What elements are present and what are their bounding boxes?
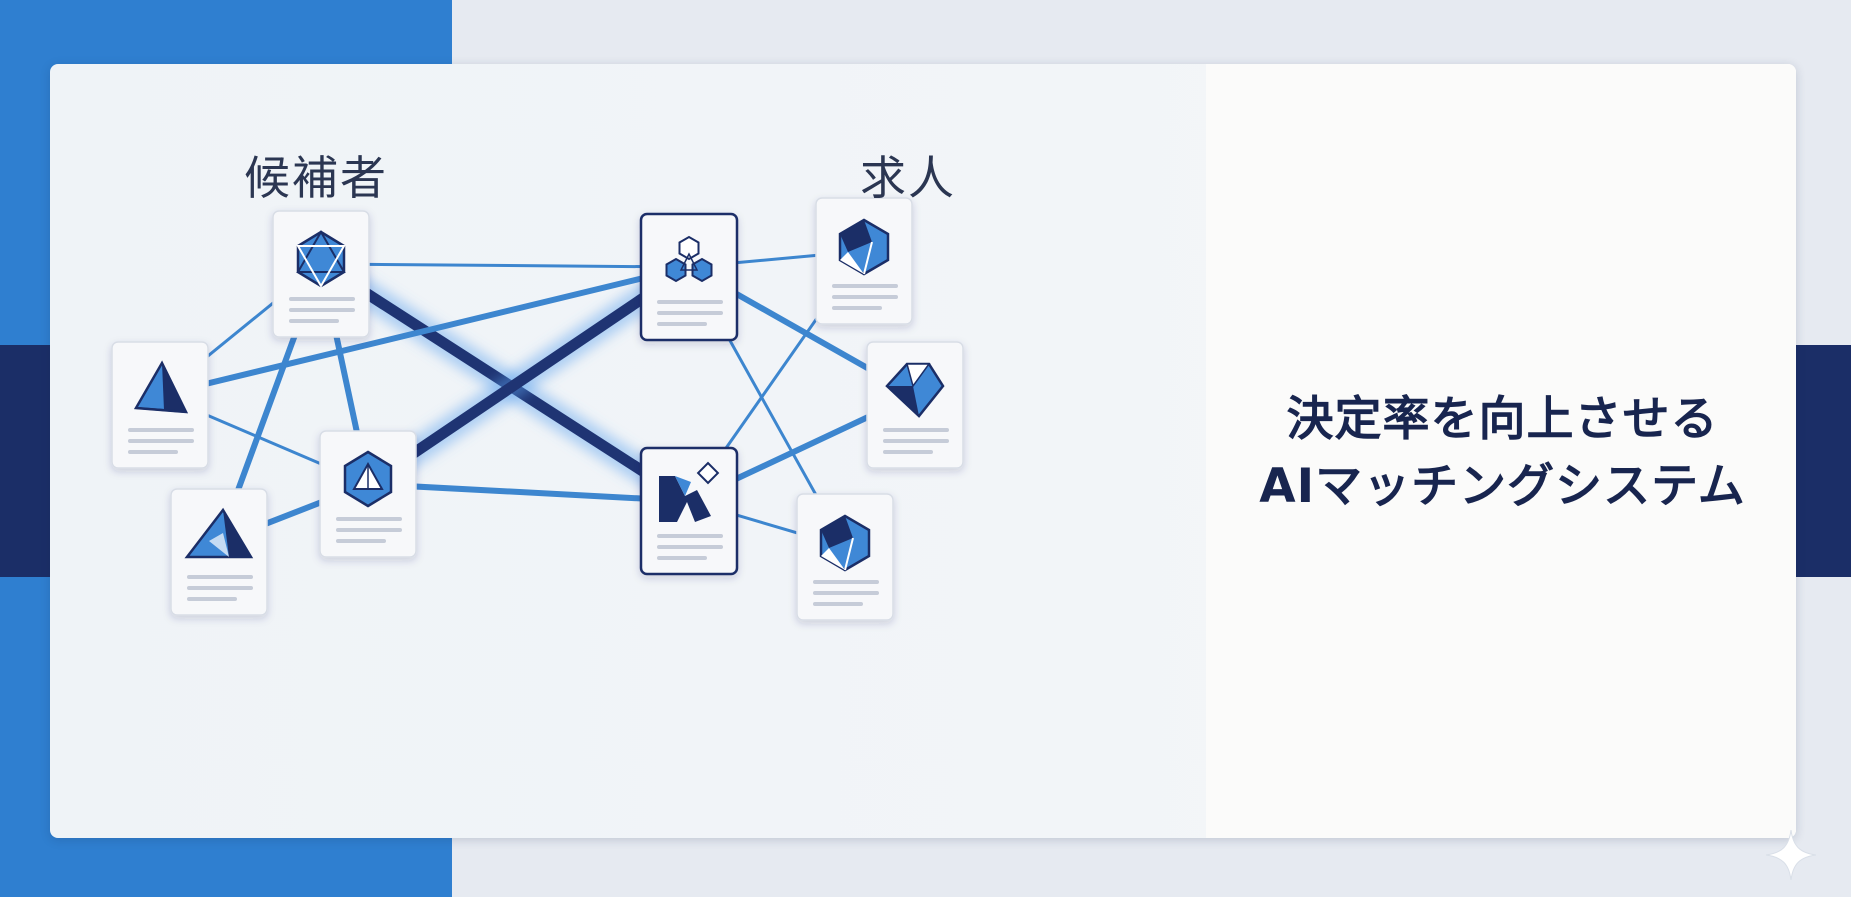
- cube-icon: [819, 514, 871, 572]
- candidates-label: 候補者: [244, 151, 388, 205]
- candidate-card[interactable]: [111, 341, 209, 469]
- text-placeholder-line: [187, 597, 237, 601]
- text-placeholder-line: [128, 439, 194, 443]
- jobs-label: 求人: [860, 151, 956, 205]
- matching-card: 候補者 求人 決定率を向上させる AIマッチングシステム: [50, 64, 1796, 838]
- text-placeholder-line: [289, 297, 355, 301]
- hex-cluster-icon: [665, 235, 713, 283]
- profile-cards: [111, 197, 964, 621]
- headline-pane: [1206, 64, 1796, 838]
- text-placeholder-line: [883, 439, 949, 443]
- hexagon-triangle-icon: [343, 450, 393, 508]
- text-placeholder-line: [336, 528, 402, 532]
- job-card[interactable]: [815, 197, 913, 325]
- text-placeholder-line: [883, 450, 933, 454]
- text-placeholder-line: [832, 295, 898, 299]
- cube-icon: [838, 218, 890, 276]
- diamond-icon: [885, 362, 945, 418]
- text-placeholder-line: [657, 322, 707, 326]
- card-frame: [639, 212, 739, 342]
- text-placeholder-line: [187, 575, 253, 579]
- candidate-card[interactable]: [170, 488, 268, 616]
- text-placeholder-line: [813, 602, 863, 606]
- candidate-card[interactable]: [319, 430, 417, 558]
- connection-line: [157, 264, 692, 398]
- card-frame: [639, 446, 739, 576]
- text-placeholder-line: [832, 306, 882, 310]
- job-card[interactable]: [866, 341, 964, 469]
- text-placeholder-line: [813, 591, 879, 595]
- job-card[interactable]: [639, 446, 739, 576]
- background-grey-strip: [452, 840, 1851, 897]
- text-placeholder-line: [336, 539, 386, 543]
- text-placeholder-line: [657, 534, 723, 538]
- text-placeholder-line: [657, 311, 723, 315]
- text-placeholder-line: [883, 428, 949, 432]
- sparkle-icon: [1765, 829, 1817, 881]
- text-placeholder-line: [657, 545, 723, 549]
- text-placeholder-line: [336, 517, 402, 521]
- matching-network-diagram: [111, 197, 964, 621]
- headline-line-2: AIマッチングシステム: [1259, 459, 1746, 514]
- text-placeholder-line: [128, 450, 178, 454]
- abstract-shape-icon: [659, 461, 720, 522]
- connection-line: [362, 261, 695, 490]
- connection-line: [319, 262, 691, 269]
- text-placeholder-line: [832, 284, 898, 288]
- text-placeholder-line: [657, 556, 707, 560]
- text-placeholder-line: [289, 319, 339, 323]
- triangle-icon: [184, 507, 254, 559]
- background-navy-band-right: [1790, 345, 1851, 577]
- job-card[interactable]: [639, 212, 739, 342]
- candidate-card[interactable]: [272, 210, 370, 338]
- text-placeholder-line: [657, 300, 723, 304]
- hexagon-star-icon: [296, 229, 346, 289]
- text-placeholder-line: [187, 586, 253, 590]
- text-placeholder-line: [289, 308, 355, 312]
- headline: 決定率を向上させる AIマッチングシステム: [1220, 386, 1785, 520]
- headline-line-1: 決定率を向上させる: [1286, 392, 1719, 447]
- text-placeholder-line: [813, 580, 879, 584]
- text-placeholder-line: [128, 428, 194, 432]
- job-card[interactable]: [796, 493, 894, 621]
- connection-line: [365, 481, 692, 504]
- pyramid-icon: [133, 360, 189, 414]
